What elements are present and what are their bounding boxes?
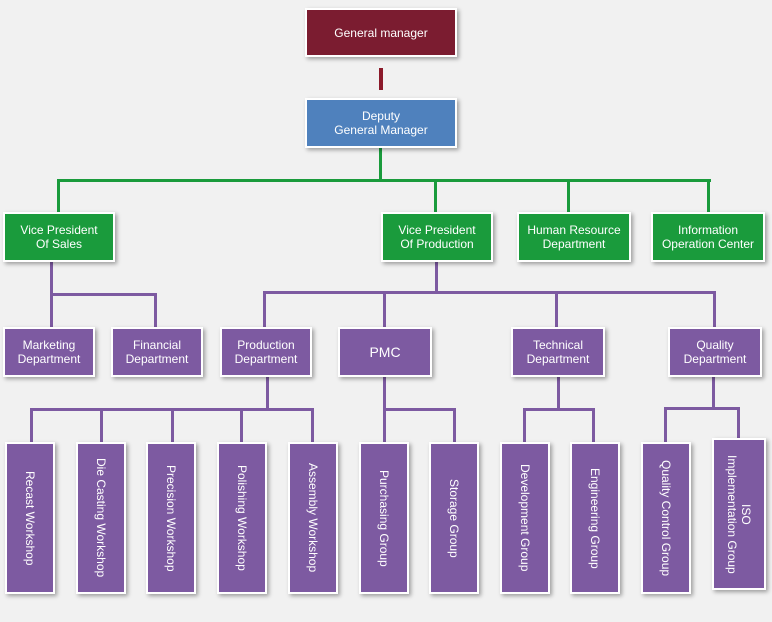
connector-marketing bbox=[50, 293, 53, 327]
connector-pmc-stem bbox=[383, 376, 386, 409]
node-polishing-workshop-label: Polishing Workshop bbox=[235, 465, 249, 571]
node-quality-control-group: Quality Control Group bbox=[641, 442, 691, 594]
connector-recast bbox=[30, 408, 33, 442]
node-vp-production: Vice President Of Production bbox=[381, 212, 493, 262]
node-development-group-label: Development Group bbox=[518, 464, 532, 572]
node-quality-control-group-label: Quality Control Group bbox=[659, 459, 673, 577]
connector-quality-control bbox=[664, 407, 667, 442]
connector-workshop-stem bbox=[266, 376, 269, 409]
node-die-casting-workshop-label: Die Casting Workshop bbox=[94, 458, 108, 578]
connector-gm-deputy bbox=[379, 68, 383, 90]
node-marketing: Marketing Department bbox=[3, 327, 95, 377]
node-precision-workshop: Precision Workshop bbox=[146, 442, 196, 594]
connector-die-casting bbox=[100, 408, 103, 442]
node-storage-group-label: Storage Group bbox=[447, 478, 461, 558]
node-storage-group: Storage Group bbox=[429, 442, 479, 594]
connector-quality-stem bbox=[712, 376, 715, 409]
node-pmc-label: PMC bbox=[369, 344, 401, 360]
connector-production-dept bbox=[263, 291, 266, 327]
connector-production-bar bbox=[263, 291, 716, 294]
connector-pmc bbox=[383, 291, 386, 327]
connector-polishing bbox=[240, 408, 243, 442]
connector-technical bbox=[555, 291, 558, 327]
node-iso-implementation-group: ISO Implementation Group bbox=[712, 438, 766, 590]
connector-technical-stem bbox=[557, 376, 560, 409]
node-vp-sales-label: Vice President Of Sales bbox=[20, 223, 98, 251]
node-general-manager-label: General manager bbox=[334, 25, 428, 40]
connector-sales-bar bbox=[50, 293, 157, 296]
connector-sales-stem bbox=[50, 262, 53, 295]
connector-precision bbox=[171, 408, 174, 442]
node-financial: Financial Department bbox=[111, 327, 203, 377]
node-human-resource-label: Human Resource Department bbox=[527, 223, 621, 251]
connector-deputy-stem bbox=[379, 147, 382, 181]
connector-vp-sales bbox=[57, 179, 60, 213]
connector-development bbox=[523, 408, 526, 442]
connector-storage bbox=[453, 408, 456, 442]
connector-production-stem bbox=[435, 262, 438, 293]
connector-pmc-bar bbox=[383, 408, 456, 411]
node-quality-label: Quality Department bbox=[683, 338, 747, 366]
node-precision-workshop-label: Precision Workshop bbox=[164, 464, 178, 572]
node-engineering-group-label: Engineering Group bbox=[588, 467, 602, 569]
node-quality: Quality Department bbox=[668, 327, 762, 377]
node-pmc: PMC bbox=[338, 327, 432, 377]
node-general-manager: General manager bbox=[305, 8, 457, 57]
node-iso-implementation-group-label: ISO Implementation Group bbox=[725, 454, 753, 574]
connector-engineering bbox=[592, 408, 595, 442]
connector-technical-bar bbox=[523, 408, 595, 411]
node-purchasing-group: Purchasing Group bbox=[359, 442, 409, 594]
connector-purchasing bbox=[383, 408, 386, 442]
node-information-center-label: Information Operation Center bbox=[661, 223, 755, 251]
node-information-center: Information Operation Center bbox=[651, 212, 765, 262]
node-human-resource: Human Resource Department bbox=[517, 212, 631, 262]
node-deputy-general-manager: Deputy General Manager bbox=[305, 98, 457, 148]
connector-iso bbox=[737, 407, 740, 438]
node-production-department-label: Production Department bbox=[234, 338, 298, 366]
connector-quality-bar bbox=[664, 407, 740, 410]
node-assembly-workshop: Assembly Workshop bbox=[288, 442, 338, 594]
connector-assembly bbox=[311, 408, 314, 442]
node-technical: Technical Department bbox=[511, 327, 605, 377]
node-technical-label: Technical Department bbox=[526, 338, 590, 366]
connector-exec-bar bbox=[57, 179, 711, 182]
node-vp-sales: Vice President Of Sales bbox=[3, 212, 115, 262]
node-recast-workshop: Recast Workshop bbox=[5, 442, 55, 594]
node-financial-label: Financial Department bbox=[125, 338, 189, 366]
connector-hr bbox=[567, 179, 570, 213]
connector-info-center bbox=[707, 179, 710, 213]
node-marketing-label: Marketing Department bbox=[17, 338, 81, 366]
node-deputy-general-manager-label: Deputy General Manager bbox=[334, 109, 428, 137]
node-development-group: Development Group bbox=[500, 442, 550, 594]
connector-financial bbox=[154, 293, 157, 327]
connector-quality bbox=[713, 291, 716, 327]
connector-vp-production bbox=[434, 179, 437, 213]
node-engineering-group: Engineering Group bbox=[570, 442, 620, 594]
node-purchasing-group-label: Purchasing Group bbox=[377, 469, 391, 567]
node-die-casting-workshop: Die Casting Workshop bbox=[76, 442, 126, 594]
node-production-department: Production Department bbox=[220, 327, 312, 377]
node-vp-production-label: Vice President Of Production bbox=[398, 223, 476, 251]
node-polishing-workshop: Polishing Workshop bbox=[217, 442, 267, 594]
node-recast-workshop-label: Recast Workshop bbox=[23, 470, 37, 566]
node-assembly-workshop-label: Assembly Workshop bbox=[306, 463, 320, 573]
